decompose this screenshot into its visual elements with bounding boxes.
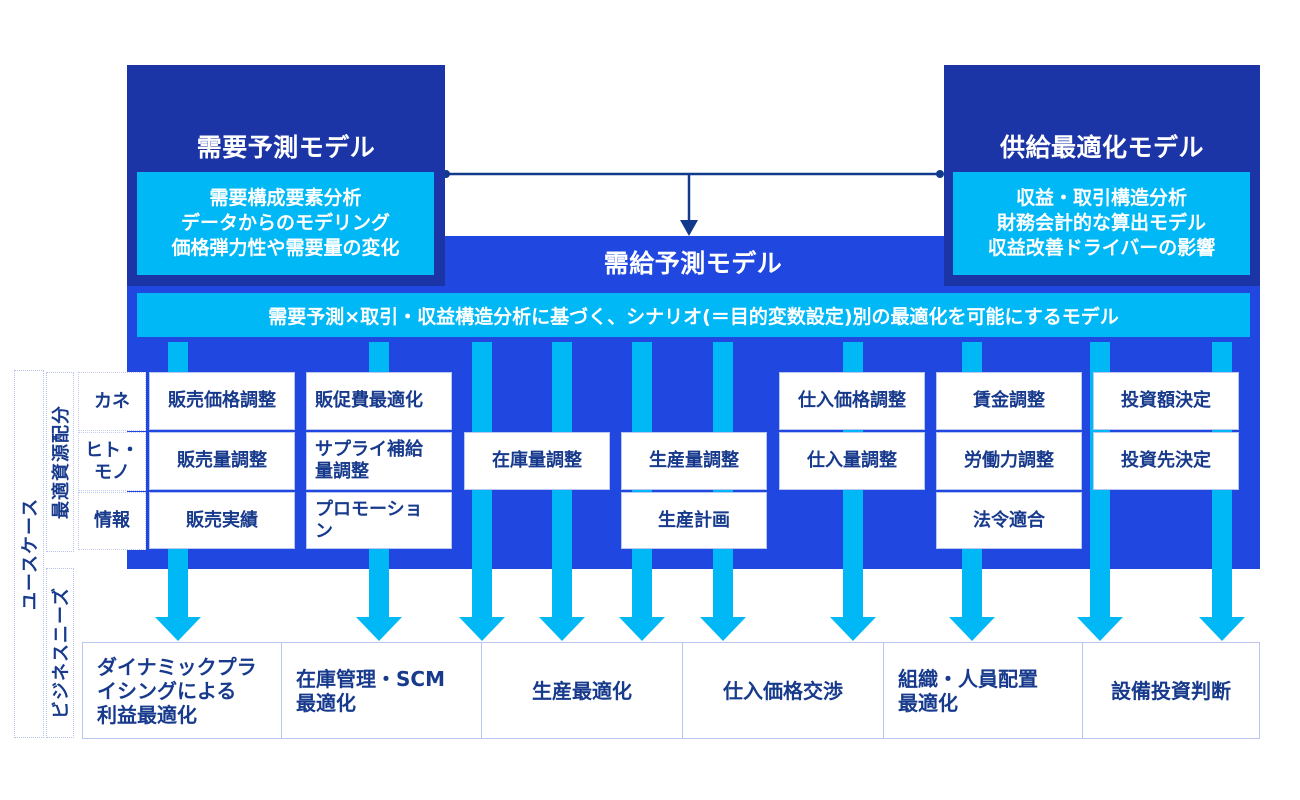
arrow-shaft [962, 549, 982, 619]
use-case-box: 投資先決定 [1093, 432, 1239, 490]
demand-detail-line: 価格弾力性や需要量の変化 [171, 237, 400, 259]
use-case-box: 仕入価格調整 [779, 372, 925, 430]
supply-model-title: 供給最適化モデル [999, 133, 1204, 162]
business-need-cell: 組織・人員配置 最適化 [883, 642, 1083, 739]
down-arrow-icon [539, 617, 585, 641]
demand-detail-line: データからのモデリング [180, 212, 390, 234]
use-case-box: 仕入量調整 [779, 432, 925, 490]
use-case-box: プロモーショ ン [306, 492, 452, 549]
use-case-box: 労働力調整 [936, 432, 1082, 490]
demand-model-title: 需要予測モデル [196, 133, 376, 162]
optimal-allocation-label-text: 最適資源配分 [51, 405, 72, 519]
demand-model-details: 需要構成要素分析 データからのモデリング 価格弾力性や需要量の変化 [137, 172, 434, 275]
down-arrow-icon [619, 617, 665, 641]
row-label-money: カネ [78, 372, 146, 431]
arrow-shaft [369, 549, 389, 619]
use-case-box: 生産計画 [621, 492, 767, 549]
connector-dot-right [936, 170, 944, 178]
down-arrow-icon [459, 617, 505, 641]
down-arrow-icon [700, 617, 746, 641]
use-case-box: 法令適合 [936, 492, 1082, 549]
supply-detail-line: 収益改善ドライバーの影響 [987, 237, 1216, 259]
use-case-label-text: ユースケース [20, 497, 41, 611]
supply-detail-line: 収益・取引構造分析 [1015, 187, 1187, 209]
use-case-box: 販促費最適化 [306, 372, 452, 430]
supply-detail-line: 財務会計的な算出モデル [996, 212, 1206, 234]
row-label-people-goods: ヒト・ モノ [78, 432, 146, 491]
demand-detail-line: 需要構成要素分析 [209, 187, 362, 209]
connector-arrowhead [680, 220, 698, 236]
optimal-allocation-side-label: 最適資源配分 [46, 372, 74, 552]
down-arrow-icon [1199, 617, 1245, 641]
use-case-box: 賃金調整 [936, 372, 1082, 430]
combined-model-banner: 需要予測×取引・収益構造分析に基づく、シナリオ(＝目的変数設定)別の最適化を可能… [137, 293, 1250, 337]
use-case-box: 在庫量調整 [464, 432, 610, 490]
business-needs-label-text: ビジネスニーズ [51, 586, 72, 720]
combined-model-title: 需給予測モデル [603, 249, 783, 278]
use-case-box: 販売実績 [149, 492, 295, 549]
business-need-cell: 仕入価格交渉 [682, 642, 884, 739]
arrow-shaft [168, 549, 188, 619]
business-need-cell: ダイナミックプラ イシングによる 利益最適化 [82, 642, 282, 739]
business-need-cell: 設備投資判断 [1082, 642, 1260, 739]
down-arrow-icon [830, 617, 876, 641]
use-case-side-label: ユースケース [14, 370, 44, 738]
stub-connector [369, 342, 389, 372]
use-case-box: サプライ補給 量調整 [306, 432, 452, 490]
use-case-box: 販売価格調整 [149, 372, 295, 430]
use-case-box: 投資額決定 [1093, 372, 1239, 430]
business-needs-side-label: ビジネスニーズ [46, 568, 74, 738]
supply-model-details: 収益・取引構造分析 財務会計的な算出モデル 収益改善ドライバーの影響 [953, 172, 1250, 275]
row-label-information: 情報 [78, 492, 146, 550]
stub-connector [843, 342, 863, 372]
use-case-box: 販売量調整 [149, 432, 295, 490]
down-arrow-icon [356, 617, 402, 641]
down-arrow-icon [155, 617, 201, 641]
stub-connector [168, 342, 188, 372]
down-arrow-icon [1077, 617, 1123, 641]
use-case-box: 生産量調整 [621, 432, 767, 490]
stub-connector [962, 342, 982, 372]
down-arrow-icon [949, 617, 995, 641]
business-need-cell: 在庫管理・SCM 最適化 [281, 642, 482, 739]
business-need-cell: 生産最適化 [481, 642, 683, 739]
